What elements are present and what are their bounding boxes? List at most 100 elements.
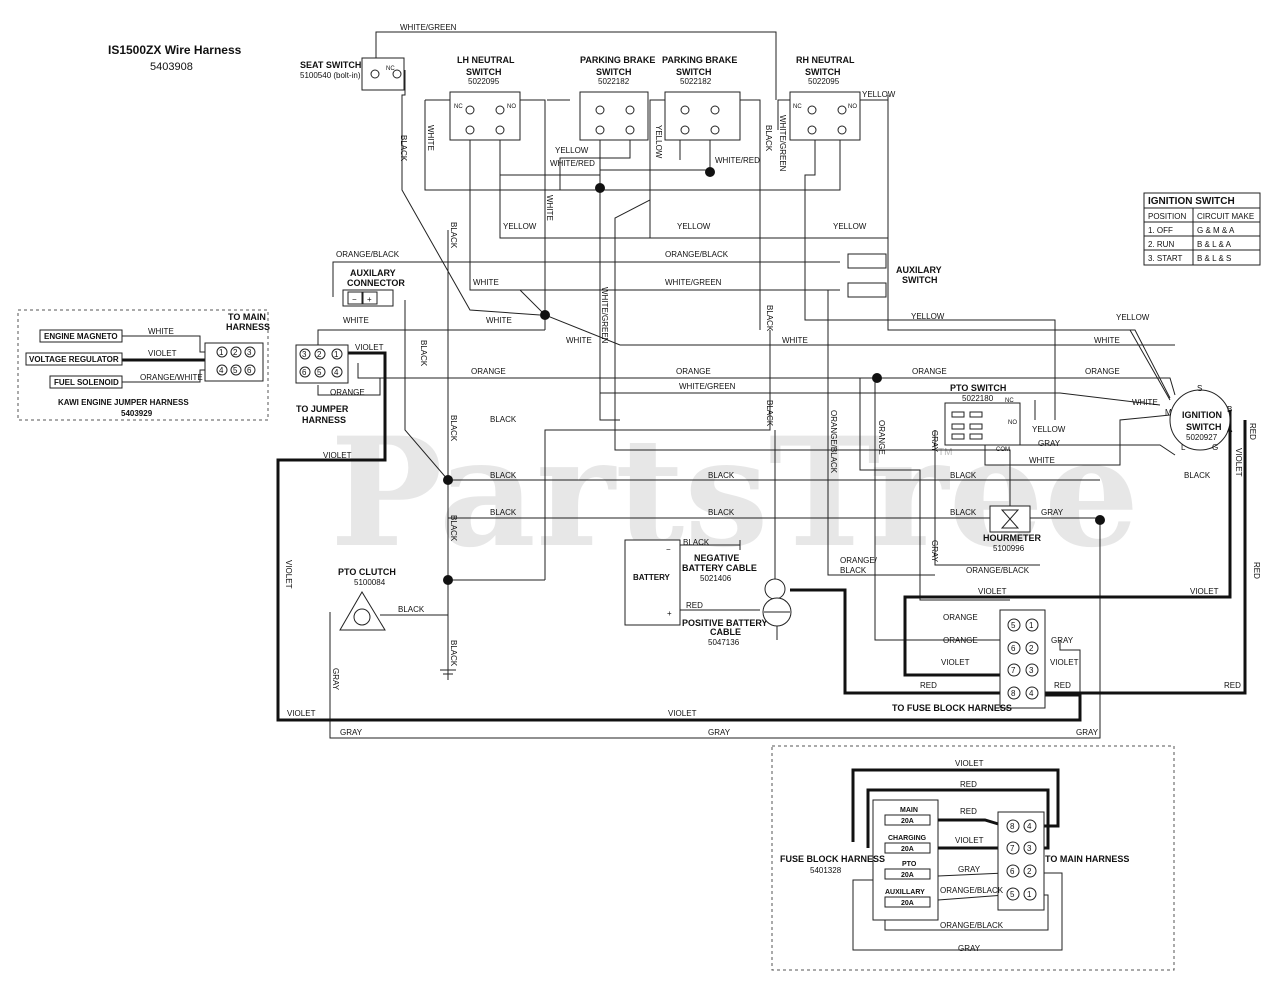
wire-label: ORANGE xyxy=(676,367,711,376)
fuse-inset-connector xyxy=(997,811,1045,911)
kawi-pin-label: 5 xyxy=(233,366,238,375)
wire-label: BLACK xyxy=(764,125,773,152)
inset-wire-orange-black-2 xyxy=(884,894,1049,931)
table-header: POSITION xyxy=(1148,212,1186,221)
wire-label: YELLOW xyxy=(1032,425,1066,434)
wire-label: RED xyxy=(1252,562,1261,579)
hourmeter-part: 5100996 xyxy=(993,544,1025,553)
wire-lh-white xyxy=(424,100,760,191)
wire-label: VIOLET xyxy=(955,759,984,768)
connector-pin xyxy=(1025,641,1039,655)
wire-label: RED xyxy=(1054,681,1071,690)
wire-label: YELLOW xyxy=(503,222,537,231)
pto-clutch-icon xyxy=(339,591,386,631)
wire-label: ORANGE xyxy=(1085,367,1120,376)
switch-terminal xyxy=(680,125,690,135)
connector-pin-label: 5 xyxy=(1010,890,1015,899)
kawi-pin-label: 4 xyxy=(219,366,224,375)
seat-switch-contact xyxy=(370,69,380,79)
wire-label: WHITE xyxy=(545,195,554,221)
connector-pin xyxy=(1023,819,1037,833)
wire-label: ORANGE/BLACK xyxy=(940,886,1004,895)
pb1-label-2: SWITCH xyxy=(596,67,632,77)
wires xyxy=(317,31,1176,739)
switch-terminal xyxy=(465,125,475,135)
fuse-block-inset: MAIN 20A CHARGING 20A PTO 20A AUXILLARY … xyxy=(771,745,1175,971)
wire-yellow-ign xyxy=(887,95,1171,401)
wire-label: BLACK xyxy=(449,515,458,542)
battery-body xyxy=(624,539,681,626)
pos-cable-part: 5047136 xyxy=(708,638,740,647)
connector-pin-label: 3 xyxy=(1027,844,1032,853)
connector-pin-label: 5 xyxy=(1011,621,1016,630)
wire-white-green-top xyxy=(375,31,777,100)
junction-dot xyxy=(443,475,453,485)
wire-label: YELLOW xyxy=(1116,313,1150,322)
wire-label: BLACK xyxy=(708,508,735,517)
wire-label: BLACK xyxy=(683,538,710,547)
aux-connector: AUXILARY CONNECTOR − + xyxy=(342,268,405,307)
wire-label: GRAY xyxy=(1076,728,1099,737)
wire-label: VIOLET xyxy=(355,343,384,352)
wire-white-ign xyxy=(1060,329,1171,399)
wire-label: ORANGE/ xyxy=(840,556,878,565)
wire-label: BLACK xyxy=(490,415,517,424)
ign-terminal-s: S xyxy=(1197,384,1202,393)
wire-label: GRAY xyxy=(1051,636,1074,645)
wire-label: WHITE/RED xyxy=(550,159,595,168)
aux-switch-bottom xyxy=(847,282,887,298)
wire-label: WHITE xyxy=(1029,456,1055,465)
wire-label: RED xyxy=(960,780,977,789)
kawi-to-main-2: HARNESS xyxy=(226,322,270,332)
wire-label: WHITE xyxy=(473,278,499,287)
rh-neutral-label: RH NEUTRAL xyxy=(796,55,855,65)
kawi-voltage-regulator: VOLTAGE REGULATOR xyxy=(29,355,119,364)
switch-terminal xyxy=(710,125,720,135)
pto-contact xyxy=(969,433,983,440)
wire-label: YELLOW xyxy=(911,312,945,321)
kawi-pin xyxy=(244,364,256,376)
wire-label: VIOLET xyxy=(284,560,293,589)
fuse-rating: 20A xyxy=(901,900,914,907)
wire-label: WHITE xyxy=(782,336,808,345)
wire-label: BLACK xyxy=(449,415,458,442)
seat-switch-nc: NC xyxy=(386,66,395,72)
seat-switch: NC SEAT SWITCH 5100540 (bolt-in) xyxy=(300,57,405,91)
jumper-pin-label: 4 xyxy=(334,368,339,377)
wire-label: ORANGE/BLACK xyxy=(829,410,838,474)
pto-contact xyxy=(951,411,965,418)
switch-terminal xyxy=(837,125,847,135)
inset-wire-red xyxy=(851,768,1060,842)
wire-label: WHITE/RED xyxy=(715,156,760,165)
harness-part-number: 5403908 xyxy=(150,61,193,73)
kawi-part: 5403929 xyxy=(121,409,153,418)
wire-rh-yellow xyxy=(804,140,1056,420)
wire-red-ign xyxy=(1045,420,1247,695)
wire-label: BLACK xyxy=(765,305,774,332)
connector-pin-label: 3 xyxy=(1029,666,1034,675)
wire-label: VIOLET xyxy=(287,709,316,718)
wire-white-diag xyxy=(469,140,1175,346)
wire-pb1-white-green xyxy=(599,140,620,421)
hourmeter: HOURMETER 5100996 xyxy=(983,505,1041,553)
aux-switch-label-2: SWITCH xyxy=(902,275,938,285)
wire-label: BLACK xyxy=(765,400,774,427)
connector-pin xyxy=(1025,663,1039,677)
kawi-pin xyxy=(230,346,242,358)
ignition-switch-part: 5020927 xyxy=(1186,433,1218,442)
inset-wire-gray-2 xyxy=(852,872,1063,951)
fuse-connector-main: 5 1 6 2 7 3 8 4 TO FUSE BLOCK HARNESS xyxy=(892,609,1046,713)
pos-cable-label-1: POSITIVE BATTERY xyxy=(682,618,768,628)
inset-wire-orange-black xyxy=(937,894,1006,901)
to-jumper-label-1: TO JUMPER xyxy=(296,404,349,414)
wire-label: WHITE xyxy=(1094,336,1120,345)
wire-label: VIOLET xyxy=(323,451,352,460)
pb2-body xyxy=(664,91,741,141)
connector-pin-label: 8 xyxy=(1010,822,1015,831)
neg-cable-label-2: BATTERY CABLE xyxy=(682,563,757,573)
fuse-inset-title: FUSE BLOCK HARNESS xyxy=(780,854,885,864)
ignition-table: IGNITION SWITCH POSITION CIRCUIT MAKE 1.… xyxy=(1143,192,1261,266)
junction-dot xyxy=(595,183,605,193)
switch-terminal xyxy=(807,125,817,135)
